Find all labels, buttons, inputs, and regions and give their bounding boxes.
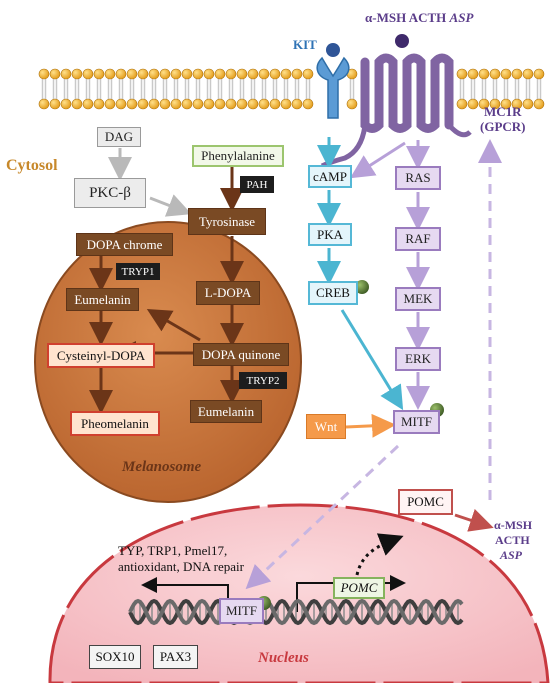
nuclear-mitf-node: MITF — [219, 598, 264, 624]
mc1r-label: MC1R — [484, 104, 522, 119]
ras-node: RAS — [395, 166, 441, 190]
dag-node: DAG — [97, 127, 141, 147]
nucleus-label: Nucleus — [258, 650, 309, 666]
gpcr-label: (GPCR) — [480, 119, 526, 134]
pomc-gene-node: POMC — [333, 577, 385, 599]
cytosol-label: Cytosol — [6, 157, 58, 174]
cell-membrane — [38, 68, 545, 110]
melanosome-label: Melanosome — [122, 459, 202, 475]
nucleus-envelope — [48, 503, 550, 683]
tryp1-enzyme-label: TRYP1 — [116, 263, 160, 280]
dopa-quinone-node: DOPA quinone — [193, 343, 289, 366]
ligand-asp-label: ASP — [449, 10, 474, 25]
creb-phosphate-icon — [355, 280, 369, 294]
mek-node: MEK — [395, 287, 441, 311]
ligand-label-text: α-MSH ACTH — [365, 10, 447, 25]
pah-enzyme-label: PAH — [240, 176, 274, 193]
kit-receptor — [316, 43, 350, 119]
erk-node: ERK — [395, 347, 441, 371]
target-genes-line2: antioxidant, DNA repair — [118, 559, 244, 574]
l-dopa-node: L-DOPA — [196, 281, 260, 305]
output-msh-label: α-MSH — [494, 518, 533, 532]
ligand-label: α-MSH ACTH ASP — [365, 10, 473, 26]
output-asp-label: ASP — [500, 548, 523, 562]
target-genes-line1: TYP, TRP1, Pmel17, — [118, 543, 228, 558]
wnt-node: Wnt — [306, 414, 346, 439]
pka-node: PKA — [308, 223, 352, 246]
creb-node: CREB — [308, 281, 358, 305]
pheomelanin-node: Pheomelanin — [70, 411, 160, 436]
dopa-chrome-node: DOPA chrome — [76, 233, 173, 256]
cysteinyl-dopa-node: Cysteinyl-DOPA — [47, 343, 155, 368]
pax3-node: PAX3 — [153, 645, 198, 669]
mc1r-gpcr-receptor — [320, 34, 472, 169]
tyrosinase-node: Tyrosinase — [188, 208, 266, 235]
mitf-node: MITF — [393, 410, 440, 434]
phenylalanine-node: Phenylalanine — [192, 145, 284, 167]
tryp2-enzyme-label: TRYP2 — [239, 372, 287, 389]
sox10-node: SOX10 — [89, 645, 141, 669]
camp-node: cAMP — [308, 165, 352, 188]
raf-node: RAF — [395, 227, 441, 251]
pomc-protein-node: POMC — [398, 489, 453, 515]
kit-label: KIT — [293, 37, 317, 52]
eumelanin-node-1: Eumelanin — [66, 288, 139, 311]
eumelanin-node-2: Eumelanin — [190, 400, 262, 423]
output-acth-label: ACTH — [495, 533, 530, 547]
dna-double-helix — [128, 598, 464, 626]
pkc-beta-node: PKC-β — [74, 178, 146, 208]
